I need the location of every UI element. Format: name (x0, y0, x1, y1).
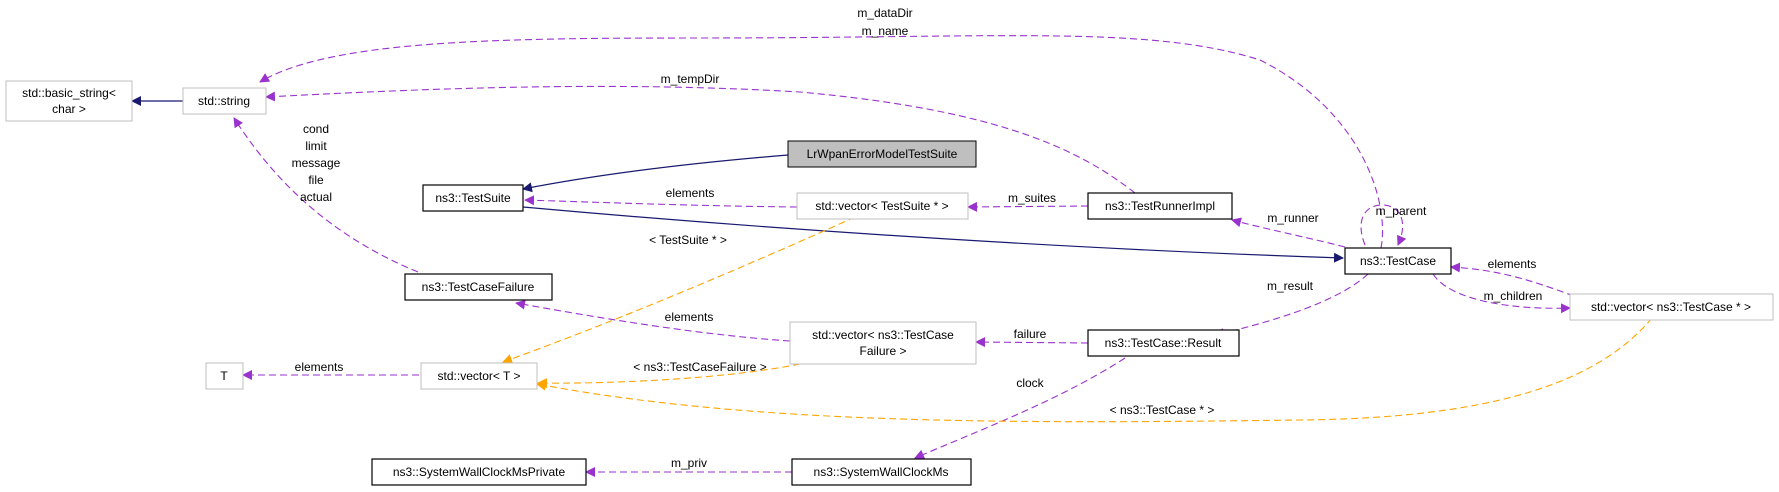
label-m-priv: m_priv (671, 456, 707, 470)
node-label: ns3::SystemWallClockMsPrivate (393, 465, 566, 479)
node-label: std::vector< ns3::TestCase (812, 328, 954, 342)
edge-tc-elements (1450, 262, 1575, 297)
node-label: std::vector< TestSuite * > (815, 199, 948, 213)
node-lrwpan-error-model-test-suite[interactable]: LrWpanErrorModelTestSuite (787, 140, 977, 168)
node-std-string[interactable]: std::string (182, 87, 267, 115)
node-std-basic-string[interactable]: std::basic_string< char > (5, 80, 133, 122)
edge-m-suites (967, 201, 1089, 212)
node-vector-testcase[interactable]: std::vector< ns3::TestCase * > (1569, 293, 1774, 321)
label-m-result: m_result (1267, 279, 1314, 293)
nodes: std::basic_string< char > std::string Lr… (5, 80, 1774, 486)
edge-suite-elements (524, 195, 798, 208)
node-ns3-testcase[interactable]: ns3::TestCase (1344, 247, 1452, 275)
label-m-tempdir: m_tempDir (661, 72, 720, 86)
node-label: std::string (198, 94, 250, 108)
edge-failure-elements (515, 299, 791, 342)
node-label: std::vector< T > (438, 369, 521, 383)
node-label: ns3::TestSuite (435, 191, 511, 205)
node-label: char > (52, 102, 86, 116)
node-label: Failure > (859, 344, 906, 358)
node-label: ns3::TestCase::Result (1105, 336, 1222, 350)
node-label: ns3::TestRunnerImpl (1105, 199, 1215, 213)
label-clock: clock (1016, 376, 1044, 390)
label-testsuite-template: < TestSuite * > (649, 233, 727, 247)
edge-m-tempdir (265, 85, 1136, 194)
node-ns3-systemwallclockms[interactable]: ns3::SystemWallClockMs (791, 458, 972, 486)
label-failure-field: limit (305, 139, 327, 153)
edge-failure-fields (233, 117, 419, 273)
label-m-name: m_name (862, 24, 909, 38)
node-vector-testsuite[interactable]: std::vector< TestSuite * > (796, 192, 969, 220)
node-vector-testcasefailure[interactable]: std::vector< ns3::TestCase Failure > (789, 321, 977, 365)
edge-suite-inherits-testsuite (522, 154, 789, 193)
node-T[interactable]: T (205, 362, 244, 390)
node-label: ns3::TestCase (1360, 254, 1436, 268)
label-m-datadir: m_dataDir (857, 6, 912, 20)
label-failure-field: actual (300, 190, 332, 204)
node-vector-T[interactable]: std::vector< T > (420, 362, 538, 390)
label-m-parent: m_parent (1376, 204, 1427, 218)
label-tc-elements: elements (1488, 257, 1537, 271)
edge-clock (914, 357, 1126, 460)
node-ns3-testsuite[interactable]: ns3::TestSuite (422, 184, 524, 212)
label-suite-elements: elements (666, 186, 715, 200)
label-failure-template: < ns3::TestCaseFailure > (633, 360, 766, 374)
node-ns3-testcasefailure[interactable]: ns3::TestCaseFailure (404, 273, 553, 301)
label-failure-field: cond (303, 122, 329, 136)
edge-m-children (1432, 273, 1571, 314)
edge-failure-template (537, 363, 801, 389)
label-failure-elements: elements (665, 310, 714, 324)
label-T-elements: elements (295, 360, 344, 374)
node-ns3-testcase-result[interactable]: ns3::TestCase::Result (1087, 329, 1240, 357)
label-testcase-template: < ns3::TestCase * > (1110, 403, 1215, 417)
node-label: ns3::SystemWallClockMs (814, 465, 949, 479)
label-failure-field: message (292, 156, 341, 170)
node-label: T (220, 369, 228, 383)
edge-testsuite-template (502, 216, 856, 364)
edge-failure (975, 337, 1089, 348)
label-m-runner: m_runner (1267, 211, 1318, 225)
node-ns3-testrunnerimpl[interactable]: ns3::TestRunnerImpl (1087, 192, 1233, 220)
label-m-children: m_children (1484, 289, 1543, 303)
edge-testsuite-inherits-testcase (522, 206, 1344, 263)
edge-testcase-template (536, 317, 1653, 423)
node-label: std::vector< ns3::TestCase * > (1591, 300, 1751, 314)
node-label: LrWpanErrorModelTestSuite (807, 147, 958, 161)
node-label: ns3::TestCaseFailure (422, 280, 535, 294)
label-failure: failure (1014, 327, 1047, 341)
label-m-suites: m_suites (1008, 191, 1056, 205)
label-failure-field: file (308, 173, 324, 187)
edge-m-datadir (259, 35, 1384, 249)
edge-m-runner (1231, 217, 1346, 248)
node-ns3-systemwallclockmsprivate[interactable]: ns3::SystemWallClockMsPrivate (371, 458, 587, 486)
edge-labels: m_dataDir m_name m_tempDir cond limit me… (292, 6, 1543, 470)
node-label: std::basic_string< (22, 86, 116, 100)
